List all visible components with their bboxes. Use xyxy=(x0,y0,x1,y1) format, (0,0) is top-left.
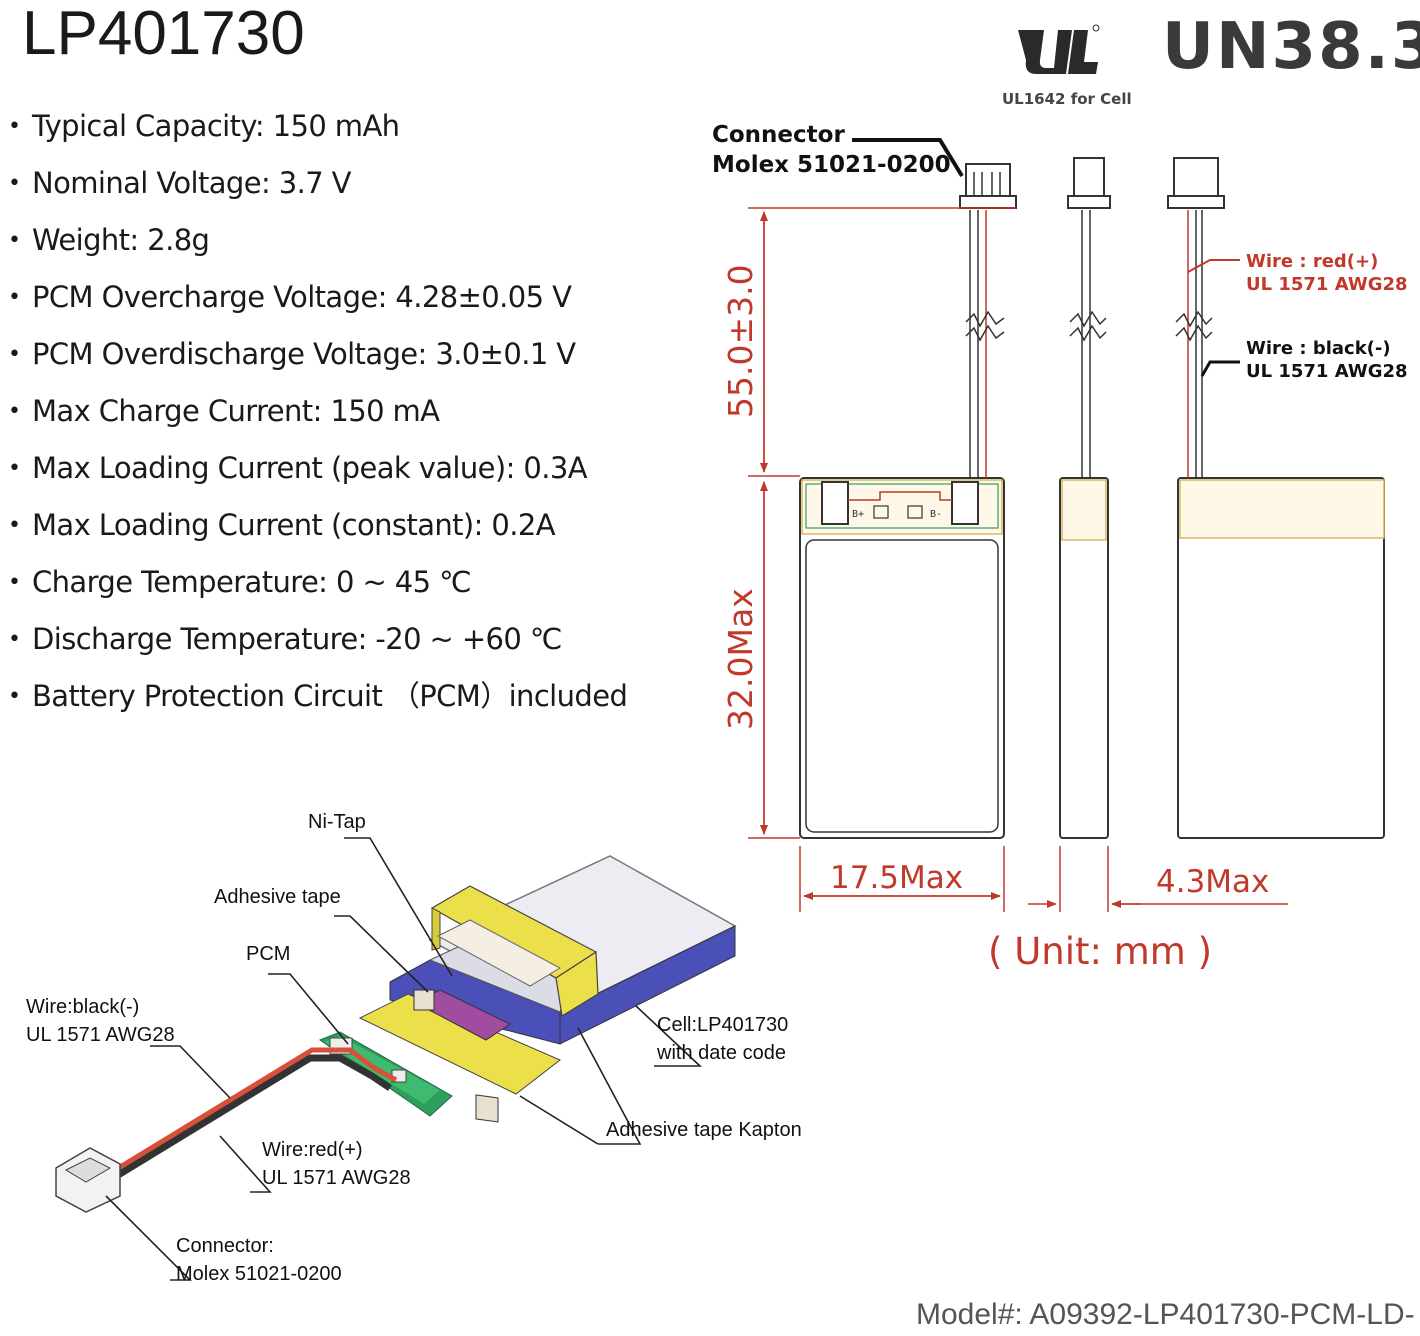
connector-leader xyxy=(852,138,964,178)
spec-item: •Max Loading Current (constant): 0.2A xyxy=(8,508,556,542)
kapton-label: Adhesive tape Kapton xyxy=(606,1119,802,1141)
spec-item: •PCM Overcharge Voltage: 4.28±0.05 V xyxy=(8,280,572,314)
product-title: LP401730 xyxy=(22,0,305,68)
spec-item: •Weight: 2.8g xyxy=(8,223,210,257)
spec-item: •Typical Capacity: 150 mAh xyxy=(8,109,400,143)
cell-label: Cell:LP401730 with date code xyxy=(657,1014,789,1064)
spec-item: •Nominal Voltage: 3.7 V xyxy=(8,166,352,200)
connector-label: Connector Molex 51021-0200 xyxy=(712,122,951,178)
pcm-label: PCM xyxy=(246,943,291,965)
dimension-lines xyxy=(748,207,1288,912)
spec-item: •PCM Overdischarge Voltage: 3.0±0.1 V xyxy=(8,337,576,371)
exploded-view xyxy=(55,837,737,1281)
exploded-connector-label: Connector: Molex 51021-0200 xyxy=(176,1235,342,1285)
dim-wire-length: 55.0±3.0 xyxy=(721,264,760,418)
pcb-label-bminus: B- xyxy=(930,509,942,520)
exploded-wire-red-label: Wire:red(+) UL 1571 AWG28 xyxy=(262,1139,411,1189)
dim-thickness: 4.3Max xyxy=(1156,864,1269,900)
model-number: Model#: A09392-LP401730-PCM-LD- xyxy=(916,1298,1415,1331)
spec-item: •Charge Temperature: 0 ~ 45 ℃ xyxy=(8,565,472,599)
exploded-wire-black-label: Wire:black(-) UL 1571 AWG28 xyxy=(26,996,175,1046)
dim-width: 17.5Max xyxy=(830,860,963,896)
spec-item: •Discharge Temperature: -20 ~ +60 ℃ xyxy=(8,622,562,656)
spec-list: •Typical Capacity: 150 mAh •Nominal Volt… xyxy=(8,104,628,731)
front-view xyxy=(799,163,1017,839)
side-view xyxy=(1059,157,1111,839)
unit-label: ( Unit: mm ) xyxy=(988,930,1213,973)
un-certification: UN38.3 xyxy=(1162,10,1420,84)
ni-tap-label: Ni-Tap xyxy=(308,811,366,833)
adhesive-tape-label: Adhesive tape xyxy=(214,886,341,908)
dim-height: 32.0Max xyxy=(721,588,760,730)
back-view xyxy=(1167,157,1385,839)
ul-logo-icon xyxy=(1018,24,1100,74)
pcb-label-bplus: B+ xyxy=(852,509,864,520)
spec-item: •Max Charge Current: 150 mA xyxy=(8,394,440,428)
spec-item: •Max Loading Current (peak value): 0.3A xyxy=(8,451,588,485)
spec-item: •Battery Protection Circuit （PCM）include… xyxy=(8,679,628,713)
ul-caption: UL1642 for Cell xyxy=(1002,90,1132,108)
wire-black-label: Wire : black(-) UL 1571 AWG28 xyxy=(1246,338,1408,382)
wire-red-label: Wire : red(+) UL 1571 AWG28 xyxy=(1246,251,1408,295)
